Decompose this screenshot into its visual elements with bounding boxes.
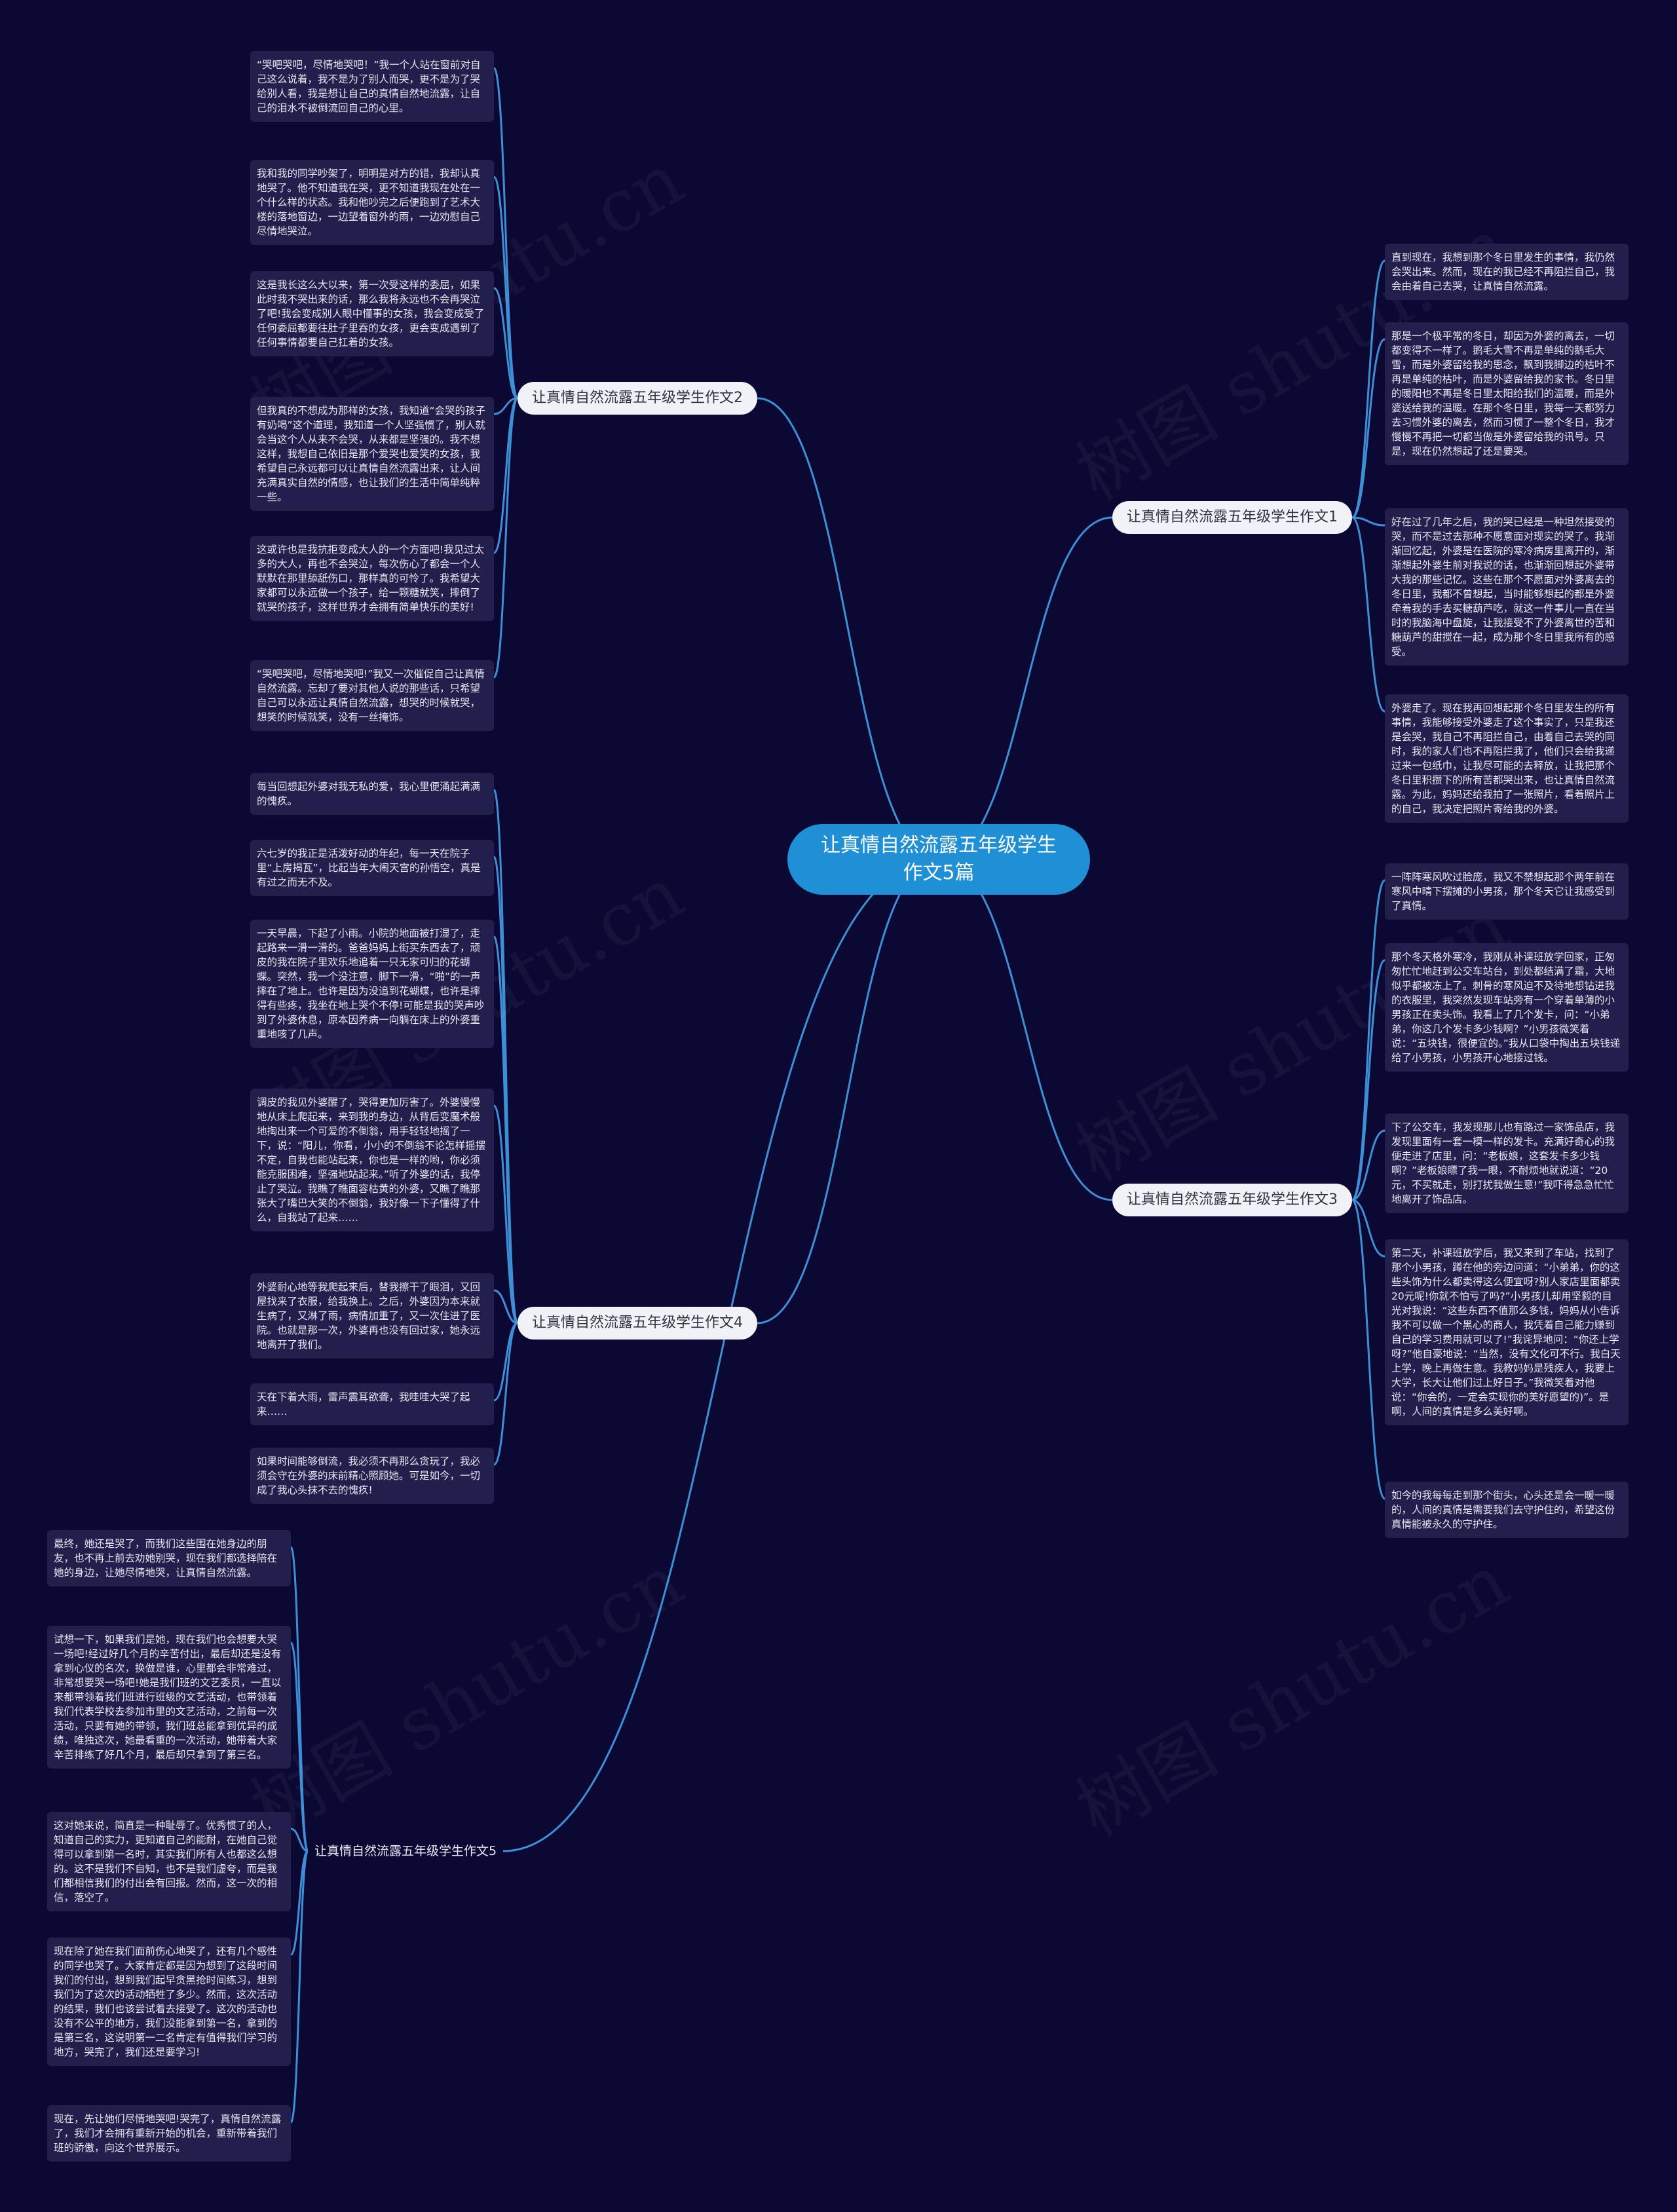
branch-essay-5[interactable]: 让真情自然流露五年级学生作文5: [314, 1844, 497, 1858]
branch-essay-1[interactable]: 让真情自然流露五年级学生作文1: [1112, 501, 1352, 534]
connector-line: [493, 1289, 518, 1324]
leaf-text: “哭吧哭吧，尽情地哭吧!”我又一次催促自己让真情自然流露。忘却了要对其他人说的那…: [250, 660, 494, 731]
connector-line: [1351, 1199, 1386, 1500]
leaf-text: 这对她来说，简直是一种耻辱了。优秀惯了的人，知道自己的实力，更知道自己的能耐，在…: [47, 1812, 291, 1911]
connector-line: [1351, 259, 1385, 519]
connector-line: [1351, 1129, 1385, 1201]
leaf-text: 直到现在，我想到那个冬日里发生的事情，我仍然会哭出来。然而，现在的我已经不再阻拦…: [1385, 244, 1629, 300]
connector-line: [493, 176, 519, 400]
connector-line: [290, 1641, 309, 1852]
leaf-text: 第二天，补课班放学后，我又来到了车站，找到了那个小男孩，蹲在他的旁边问道：“小弟…: [1385, 1239, 1629, 1425]
connector-line: [493, 855, 519, 1324]
connector-line: [1351, 516, 1385, 527]
leaf-text: 但我真的不想成为那样的女孩，我知道“会哭的孩子有奶喝”这个道理，我知道一个人坚强…: [250, 397, 494, 511]
connector-line: [493, 1322, 519, 1466]
connector-line: [938, 516, 1113, 861]
leaf-text: 外婆走了。现在我再回想起那个冬日里发生的所有事情，我能够接受外婆走了这个事实了，…: [1385, 694, 1629, 823]
leaf-text: 一阵阵寒风吹过脸庞，我又不禁想起那个两年前在寒风中晴下摆摊的小男孩，那个冬天它让…: [1385, 863, 1629, 920]
connector-line: [1351, 1199, 1385, 1258]
connector-line: [493, 935, 519, 1324]
leaf-text: 好在过了几年之后，我的哭已经是一种坦然接受的哭，而不是过去那种不愿意面对现实的哭…: [1385, 508, 1629, 665]
leaf-text: 外婆耐心地等我爬起来后，替我擦干了眼泪，又回屋找来了衣服，给我换上。之后，外婆因…: [250, 1273, 494, 1359]
connector-line: [1351, 516, 1385, 713]
leaf-text: 那个冬天格外寒冷，我刚从补课班放学回家，正匆匆忙忙地赶到公交车站台，到处都结满了…: [1385, 943, 1629, 1072]
connector-line: [1351, 338, 1385, 519]
leaf-text: 如今的我每每走到那个街头，心头还是会一暖一暖的，人间的真情是需要我们去守护住的，…: [1385, 1482, 1629, 1538]
branch-essay-2[interactable]: 让真情自然流露五年级学生作文2: [518, 382, 757, 415]
connector-line: [938, 858, 1113, 1201]
leaf-text: 我和我的同学吵架了，明明是对方的错，我却认真地哭了。他不知道我在哭，更不知道我现…: [250, 160, 494, 245]
leaf-text: 六七岁的我正是活泼好动的年纪，每一天在院子里“上房揭瓦”，比起当年大闹天宫的孙悟…: [250, 840, 494, 896]
leaf-text: 天在下着大雨，雷声震耳欲聋，我哇哇大哭了起来……: [250, 1383, 494, 1425]
leaf-text: 最终，她还是哭了，而我们这些围在她身边的朋友，也不再上前去劝她别哭，现在我们都选…: [47, 1530, 291, 1586]
leaf-text: 那是一个极平常的冬日，却因为外婆的离去，一切都变得不一样了。鹅毛大雪不再是单纯的…: [1385, 322, 1629, 465]
connector-line: [290, 1828, 309, 1852]
branch-essay-4[interactable]: 让真情自然流露五年级学生作文4: [518, 1307, 757, 1340]
leaf-text: 如果时间能够倒流，我必须不再那么贪玩了，我必须会守在外婆的床前精心照顾她。可是如…: [250, 1448, 494, 1504]
connector-line: [290, 1546, 309, 1852]
leaf-text: 调皮的我见外婆醒了，哭得更加厉害了。外婆慢慢地从床上爬起来，来到我的身边，从背后…: [250, 1089, 494, 1231]
leaf-text: “哭吧哭吧，尽情地哭吧！”我一个人站在窗前对自己这么说着，我不是为了别人而哭，更…: [250, 51, 494, 122]
leaf-text: 试想一下，如果我们是她，现在我们也会想要大哭一场吧!经过好几个月的辛苦付出，最后…: [47, 1626, 291, 1769]
branch-essay-3[interactable]: 让真情自然流露五年级学生作文3: [1112, 1184, 1352, 1216]
leaf-text: 现在除了她在我们面前伤心地哭了，还有几个感性的同学也哭了。大家肯定都是因为想到了…: [47, 1938, 291, 2066]
connector-line: [493, 397, 518, 415]
connector-line: [502, 858, 939, 1852]
leaf-text: 每当回想起外婆对我无私的爱，我心里便涌起满满的愧疚。: [250, 773, 494, 815]
root-topic[interactable]: 让真情自然流露五年级学生作文5篇: [787, 824, 1090, 895]
leaf-text: 一天早晨，下起了小雨。小院的地面被打湿了，走起路来一滑一滑的。爸爸妈妈上街买东西…: [250, 920, 494, 1048]
leaf-text: 现在，先让她们尽情地哭吧!哭完了，真情自然流露了，我们才会拥有重新开始的机会，重…: [47, 2105, 291, 2162]
connector-line: [290, 1850, 309, 2124]
leaf-text: 下了公交车，我发现那儿也有路过一家饰品店，我发现里面有一套一模一样的发卡。充满好…: [1385, 1114, 1629, 1213]
leaf-text: 这是我长这么大以来，第一次受这样的委屈，如果此时我不哭出来的话，那么我将永远也不…: [250, 271, 494, 356]
connector-line: [493, 287, 518, 400]
connector-line: [1351, 879, 1386, 1201]
leaf-text: 这或许也是我抗拒变成大人的一个方面吧!我见过太多的大人，再也不会哭泣，每次伤心了…: [250, 536, 494, 621]
connector-line: [1351, 959, 1385, 1201]
connector-line: [493, 397, 519, 679]
connector-line: [757, 397, 939, 861]
connector-line: [493, 1104, 519, 1324]
